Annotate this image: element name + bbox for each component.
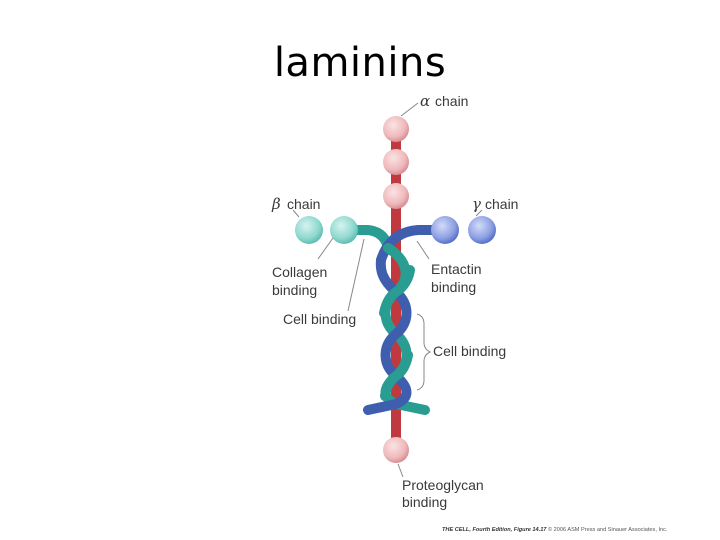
gamma-chain-coil (363, 255, 412, 415)
alpha-symbol: α (420, 92, 430, 110)
slide-title: laminins (273, 40, 447, 86)
beta-chain-leader (292, 209, 300, 218)
entactin-binding-label-1: Entactin (431, 261, 482, 277)
figure-credit: THE CELL, Fourth Edition, Figure 14.17 ©… (442, 527, 667, 533)
gamma-chain-leader (475, 209, 483, 217)
collagen-binding-label-2: binding (272, 282, 317, 298)
proteoglycan-binding-label-1: Proteoglycan (402, 477, 484, 493)
entactin-binding-label-2: binding (431, 279, 476, 295)
alpha-globular-domain (383, 149, 409, 175)
beta-chain-label: chain (287, 196, 320, 212)
alpha-globular-domain-bottom (383, 437, 409, 463)
gamma-chain-arm (376, 225, 448, 265)
collagen-binding-label-1: Collagen (272, 264, 327, 280)
figure-credit-source: THE CELL, Fourth Edition, Figure 14.17 (442, 527, 547, 533)
alpha-globular-domain (383, 183, 409, 209)
gamma-symbol: γ (472, 195, 481, 213)
cell-binding-left-label: Cell binding (283, 311, 356, 327)
alpha-globular-domain (383, 116, 409, 142)
alpha-chain-label: chain (435, 93, 468, 109)
cell-binding-bracket (416, 313, 432, 391)
collagen-binding-leader (317, 237, 334, 260)
beta-chain-coil-overlap (380, 350, 413, 401)
figure-credit-copyright: © 2006 ASM Press and Sinauer Associates,… (547, 527, 668, 533)
proteoglycan-binding-leader (397, 463, 404, 478)
beta-symbol: β (271, 195, 281, 213)
cell-binding-left-leader (347, 238, 365, 312)
gamma-chain-label: chain (485, 196, 518, 212)
alpha-chain-leader (400, 102, 419, 117)
beta-globular-domain (295, 216, 323, 244)
beta-chain-coil-overlap (379, 265, 415, 318)
proteoglycan-binding-label-2: binding (402, 494, 447, 510)
gamma-globular-domain (468, 216, 496, 244)
beta-globular-domain (330, 216, 358, 244)
gamma-globular-domain (431, 216, 459, 244)
cell-binding-right-label: Cell binding (433, 343, 506, 359)
entactin-binding-leader (416, 240, 430, 260)
